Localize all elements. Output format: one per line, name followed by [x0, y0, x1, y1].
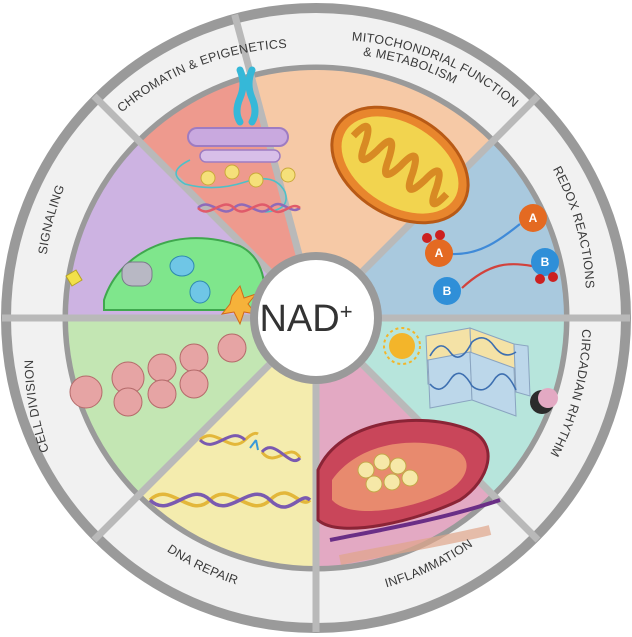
signaling-illustration — [65, 237, 265, 326]
sun-icon — [383, 327, 421, 365]
cell-division-illustration — [69, 333, 247, 417]
hub — [250, 252, 382, 384]
spoke-signaling — [91, 93, 278, 280]
rhythm-graph-icon — [425, 327, 531, 417]
molecule-b-left-label: B — [443, 284, 452, 298]
spoke-dna — [91, 356, 278, 543]
molecule-a-right-label: A — [529, 211, 538, 225]
moon-icon — [530, 388, 558, 414]
immune-cells-icon — [357, 453, 419, 493]
dna-helix-broken-icon — [198, 431, 302, 462]
center-label: NAD+ — [259, 298, 352, 340]
redox-illustration: A B A B — [422, 204, 559, 305]
molecule-a-left — [425, 239, 453, 267]
molecule-b-left — [433, 277, 461, 305]
mitochondrion-illustration — [330, 105, 470, 225]
sector-signaling — [140, 78, 316, 318]
chromosome-icon — [233, 66, 259, 126]
chromatin-illustration — [175, 66, 301, 214]
dna-repair-illustration — [148, 431, 312, 509]
molecule-a-right — [519, 204, 547, 232]
circadian-illustration — [383, 327, 558, 417]
molecule-b-right — [531, 248, 559, 276]
repair-arrow-icon — [249, 439, 259, 451]
chromatin-fiber-icon — [175, 127, 296, 213]
signal-burst-icon — [220, 284, 258, 326]
inflammation-illustration — [316, 418, 501, 565]
dna-helix-repaired-icon — [148, 491, 312, 509]
molecule-a-left-label: A — [435, 246, 444, 260]
molecule-b-right-label: B — [541, 255, 550, 269]
dna-helix-icon — [197, 202, 301, 214]
